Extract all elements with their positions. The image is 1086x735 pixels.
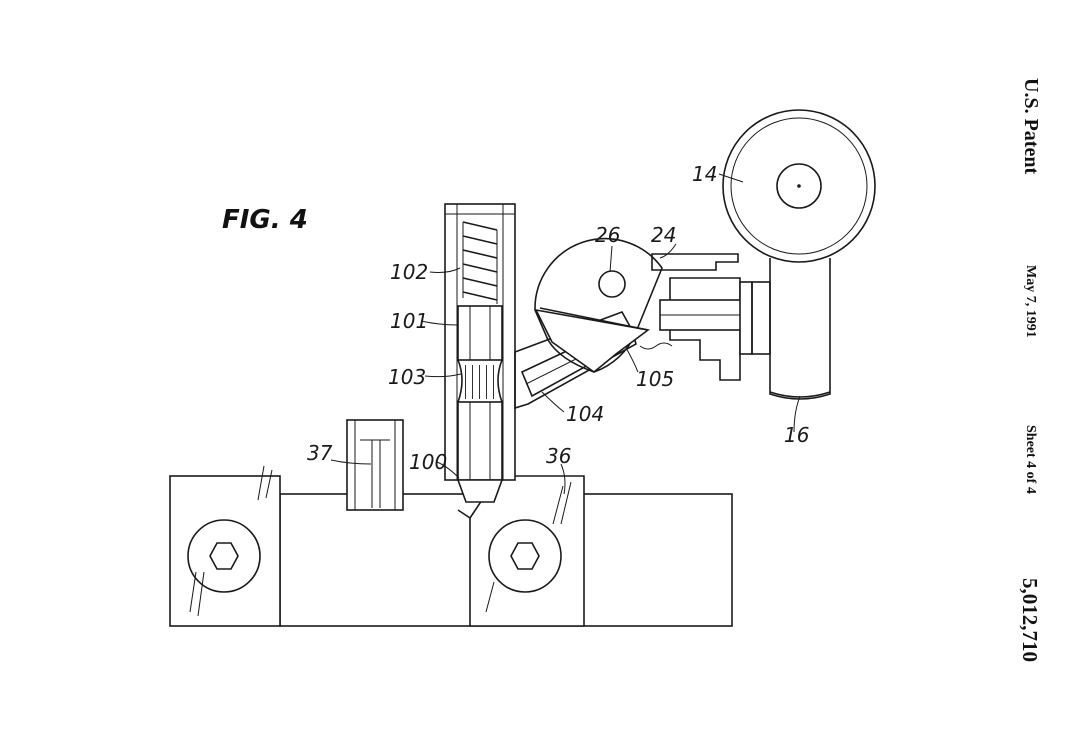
roll-16 (769, 258, 831, 400)
label-37: 37 (307, 441, 333, 465)
label-104: 104 (566, 402, 604, 426)
needle-100 (456, 401, 504, 503)
cutter-head-26 (534, 237, 663, 374)
label-16: 16 (784, 423, 809, 447)
mechanism-24 (639, 253, 771, 381)
label-36: 36 (546, 444, 571, 468)
label-24: 24 (651, 223, 676, 247)
label-102: 102 (390, 260, 428, 284)
figure-title: FIG. 4 (222, 205, 308, 235)
patent-number: 5,012,710 (1018, 578, 1042, 662)
label-101: 101 (390, 309, 428, 333)
leader-lines (330, 173, 801, 495)
patent-date: May 7, 1991 (1023, 265, 1038, 338)
spring-102 (462, 221, 498, 304)
label-103: 103 (388, 365, 426, 389)
left-clamp-block (169, 465, 281, 627)
piston-101-103 (457, 305, 503, 403)
label-105: 105 (636, 367, 674, 391)
label-26: 26 (595, 223, 620, 247)
sheet-number: Sheet 4 of 4 (1023, 425, 1038, 494)
label-100: 100 (409, 450, 447, 474)
tube-37 (346, 419, 404, 511)
label-14: 14 (692, 162, 717, 186)
wheel-14 (722, 109, 876, 263)
patent-office: U.S. Patent (1020, 78, 1042, 175)
